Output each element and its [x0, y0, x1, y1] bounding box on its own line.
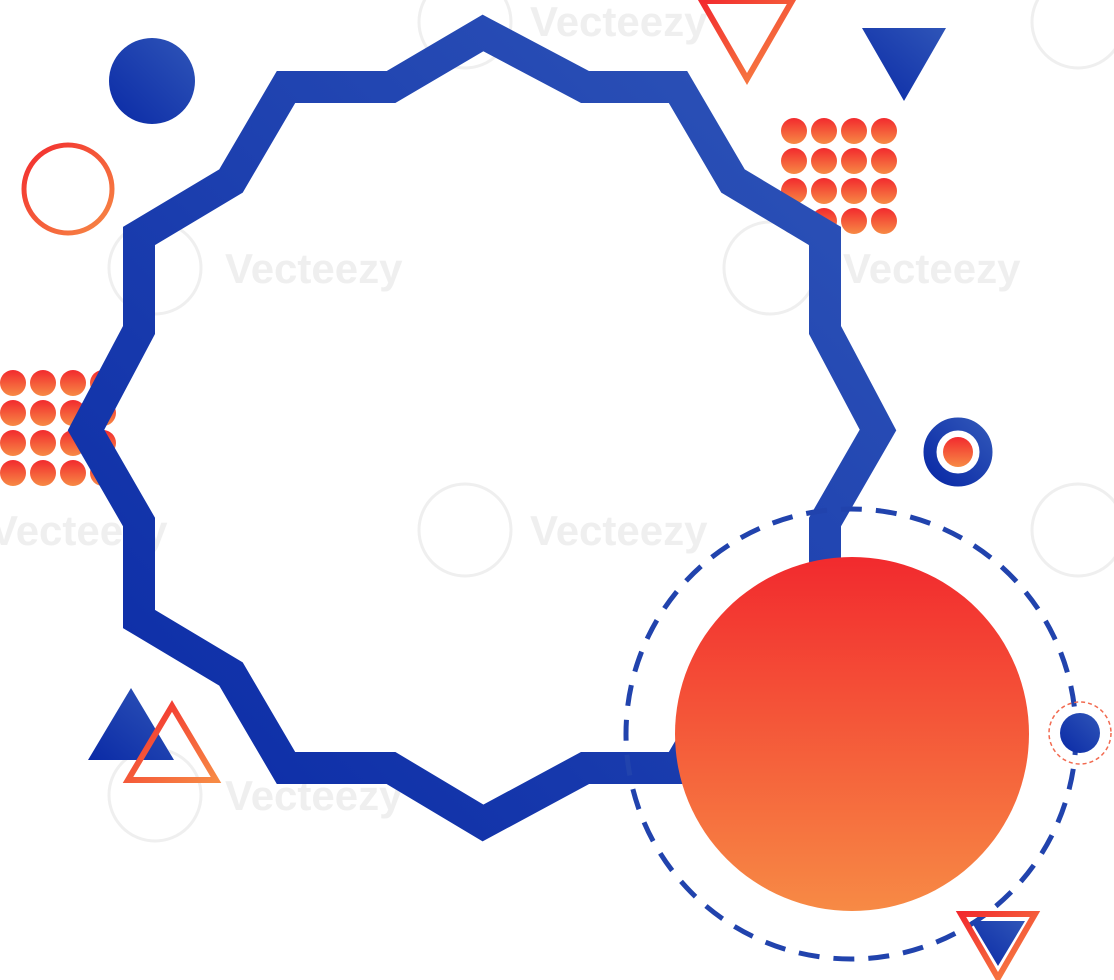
dot: [30, 460, 56, 486]
dot: [811, 178, 837, 204]
dot: [841, 148, 867, 174]
dot: [811, 148, 837, 174]
blue-triangle-bottom-right: [971, 921, 1025, 966]
blue-triangle-top-right: [862, 28, 946, 101]
ring-node: [1048, 701, 1112, 765]
watermark-text: Vecteezy: [225, 245, 403, 292]
watermark-text: Vecteezy: [843, 245, 1021, 292]
dot: [30, 400, 56, 426]
outline-triangle-bottom-left: [122, 700, 222, 783]
dot: [0, 430, 26, 456]
dot: [841, 208, 867, 234]
dot: [0, 400, 26, 426]
star-frame: [67, 14, 897, 842]
dot: [0, 370, 26, 396]
outline-ring: [21, 142, 115, 236]
dot: [841, 118, 867, 144]
outline-triangle-bottom-right: [955, 911, 1041, 980]
dot: [841, 178, 867, 204]
large-gradient-circle: [675, 557, 1029, 911]
dot: [811, 118, 837, 144]
blue-circle: [109, 38, 195, 124]
dot: [871, 208, 897, 234]
dot: [781, 118, 807, 144]
dot: [60, 370, 86, 396]
target-circle: [923, 417, 993, 487]
dot: [0, 460, 26, 486]
watermark-text: Vecteezy: [530, 507, 708, 554]
dot: [30, 430, 56, 456]
dot: [60, 460, 86, 486]
dot: [781, 148, 807, 174]
watermark-text: Vecteezy: [530, 0, 708, 45]
dot: [871, 148, 897, 174]
outline-triangle-top: [697, 0, 797, 86]
dot: [871, 178, 897, 204]
dot: [30, 370, 56, 396]
dot: [871, 118, 897, 144]
